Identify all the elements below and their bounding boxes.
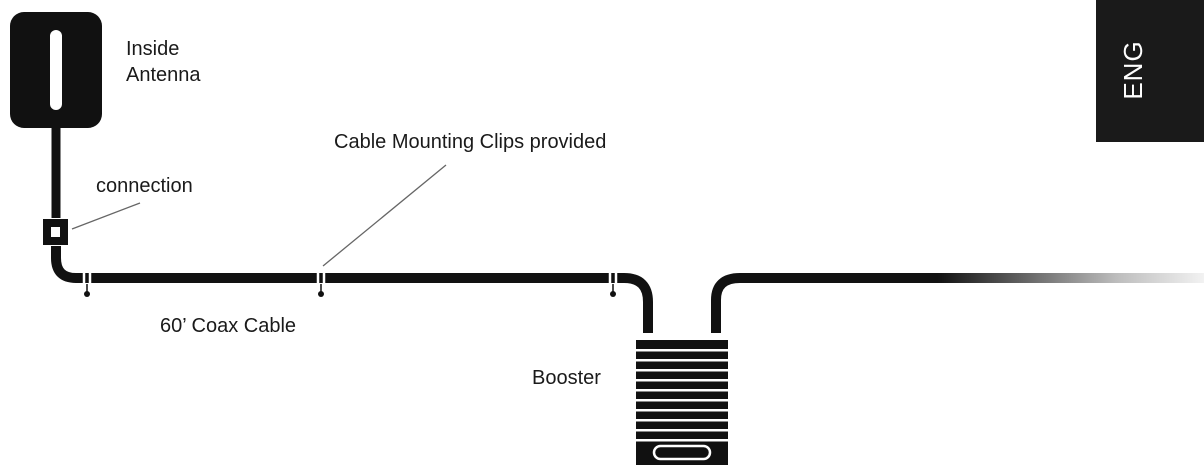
connection-leader-line bbox=[71, 202, 141, 230]
connection-label: connection bbox=[96, 175, 193, 197]
inside-antenna-element bbox=[50, 30, 62, 110]
coax-cable bbox=[51, 246, 653, 333]
cable-clip bbox=[608, 270, 618, 297]
outside-cable bbox=[711, 273, 1204, 333]
clips-leader-line bbox=[322, 164, 447, 267]
inside-antenna-label-line1: Inside bbox=[126, 38, 179, 60]
connection-connector bbox=[43, 219, 68, 245]
booster-unit bbox=[636, 340, 728, 465]
inside-antenna bbox=[10, 12, 102, 128]
cable-clips-label: Cable Mounting Clips provided bbox=[334, 131, 606, 153]
cable-clip bbox=[82, 270, 92, 297]
inside-antenna-label-line2: Antenna bbox=[126, 64, 201, 86]
coax-cable-label: 60’ Coax Cable bbox=[160, 315, 296, 337]
language-tab-background bbox=[1096, 0, 1204, 142]
booster-status-light bbox=[652, 444, 712, 461]
cable-clip bbox=[316, 270, 326, 297]
booster-label: Booster bbox=[532, 367, 601, 389]
language-tab: ENG bbox=[1096, 0, 1204, 142]
language-tab-label: ENG bbox=[1118, 40, 1148, 99]
